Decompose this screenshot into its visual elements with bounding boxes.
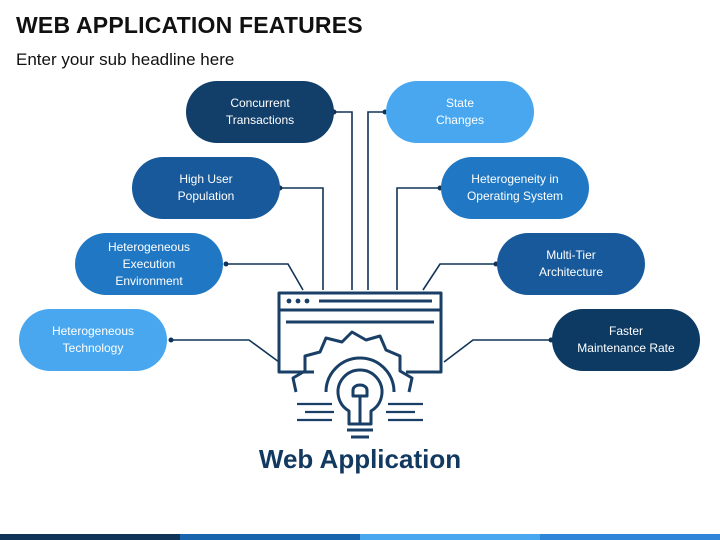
- browser-window-icon: [277, 291, 443, 374]
- page-title: WEB APPLICATION FEATURES: [16, 12, 363, 38]
- connector-high-user: [280, 187, 324, 290]
- connector-multitier: [422, 263, 496, 291]
- center-label: Web Application: [258, 444, 462, 474]
- connector-concurrent: [334, 111, 353, 290]
- connector-maintenance: [443, 339, 551, 363]
- connector-os: [396, 187, 440, 290]
- page-subtitle: Enter your sub headline here: [16, 50, 235, 69]
- connector-execution: [226, 263, 304, 291]
- connector-state: [367, 111, 385, 290]
- lightbulb-icon: [336, 368, 384, 439]
- gear-icon: [291, 330, 414, 393]
- connector-technology: [171, 339, 280, 363]
- bottom-accent-bar: [0, 534, 720, 540]
